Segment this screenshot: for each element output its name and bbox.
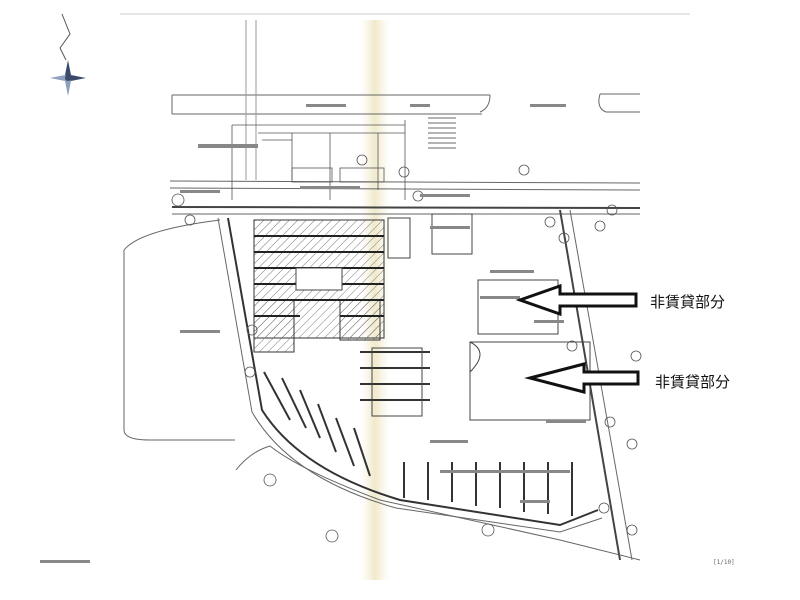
north-arrow-mark xyxy=(59,13,71,61)
compass-icon xyxy=(50,60,86,96)
arrow-1 xyxy=(515,283,638,317)
hatched-parking-area xyxy=(253,219,385,353)
buildings xyxy=(371,213,591,421)
survey-markers xyxy=(171,154,642,543)
sheet-number: [1/10] xyxy=(713,559,735,566)
roads xyxy=(123,20,641,561)
plan-text-noise xyxy=(40,104,586,563)
non-rental-area-label-2: 非賃貸部分 xyxy=(655,373,731,391)
crosswalk xyxy=(428,117,456,149)
non-rental-area-label-1: 非賃貸部分 xyxy=(650,293,726,311)
arrow-2 xyxy=(524,362,640,394)
